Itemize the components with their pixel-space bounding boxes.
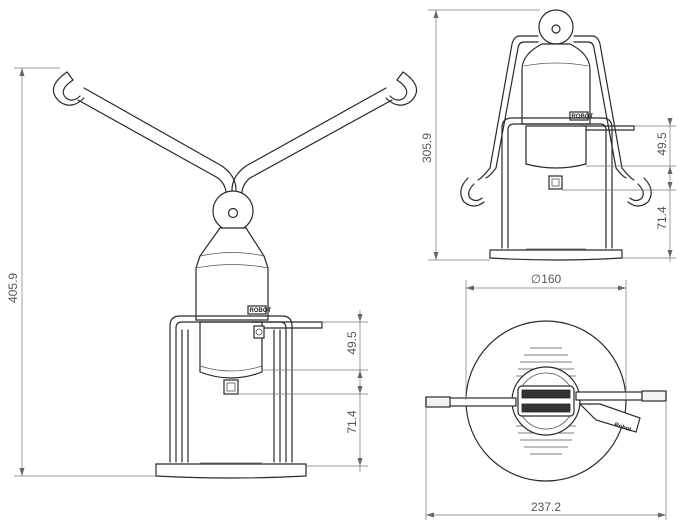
- top-dimensions: [425, 280, 667, 520]
- front-base: [155, 463, 307, 479]
- front-view: ROBOT: [52, 71, 418, 479]
- top-lever-brand: Robot: [613, 422, 631, 433]
- front-dimensions: [14, 67, 368, 477]
- top-width-label: 237.2: [531, 500, 561, 514]
- side-upper-dimension-label: 49.5: [655, 132, 669, 156]
- side-cup: [525, 125, 587, 169]
- front-lower-dimension-label: 71.4: [345, 410, 359, 434]
- side-base: [489, 249, 623, 261]
- svg-text:ROBOT: ROBOT: [250, 308, 272, 314]
- side-total-height-label: 305.9: [420, 133, 434, 163]
- front-left-arm: [52, 71, 237, 201]
- front-right-arm: [231, 71, 418, 201]
- side-dimensions: [428, 9, 676, 262]
- front-total-height-label: 405.9: [6, 273, 20, 303]
- top-view: Robot: [425, 320, 667, 482]
- front-stand: [169, 315, 293, 463]
- front-body: [195, 227, 269, 321]
- svg-text:ROBOT: ROBOT: [572, 114, 594, 120]
- top-lever: [578, 403, 641, 433]
- side-view: ROBOT: [460, 9, 652, 261]
- front-upper-dimension-label: 49.5: [345, 331, 359, 355]
- side-lower-dimension-label: 71.4: [655, 206, 669, 230]
- front-cup: [199, 321, 263, 379]
- top-diameter-label: ∅160: [531, 272, 562, 286]
